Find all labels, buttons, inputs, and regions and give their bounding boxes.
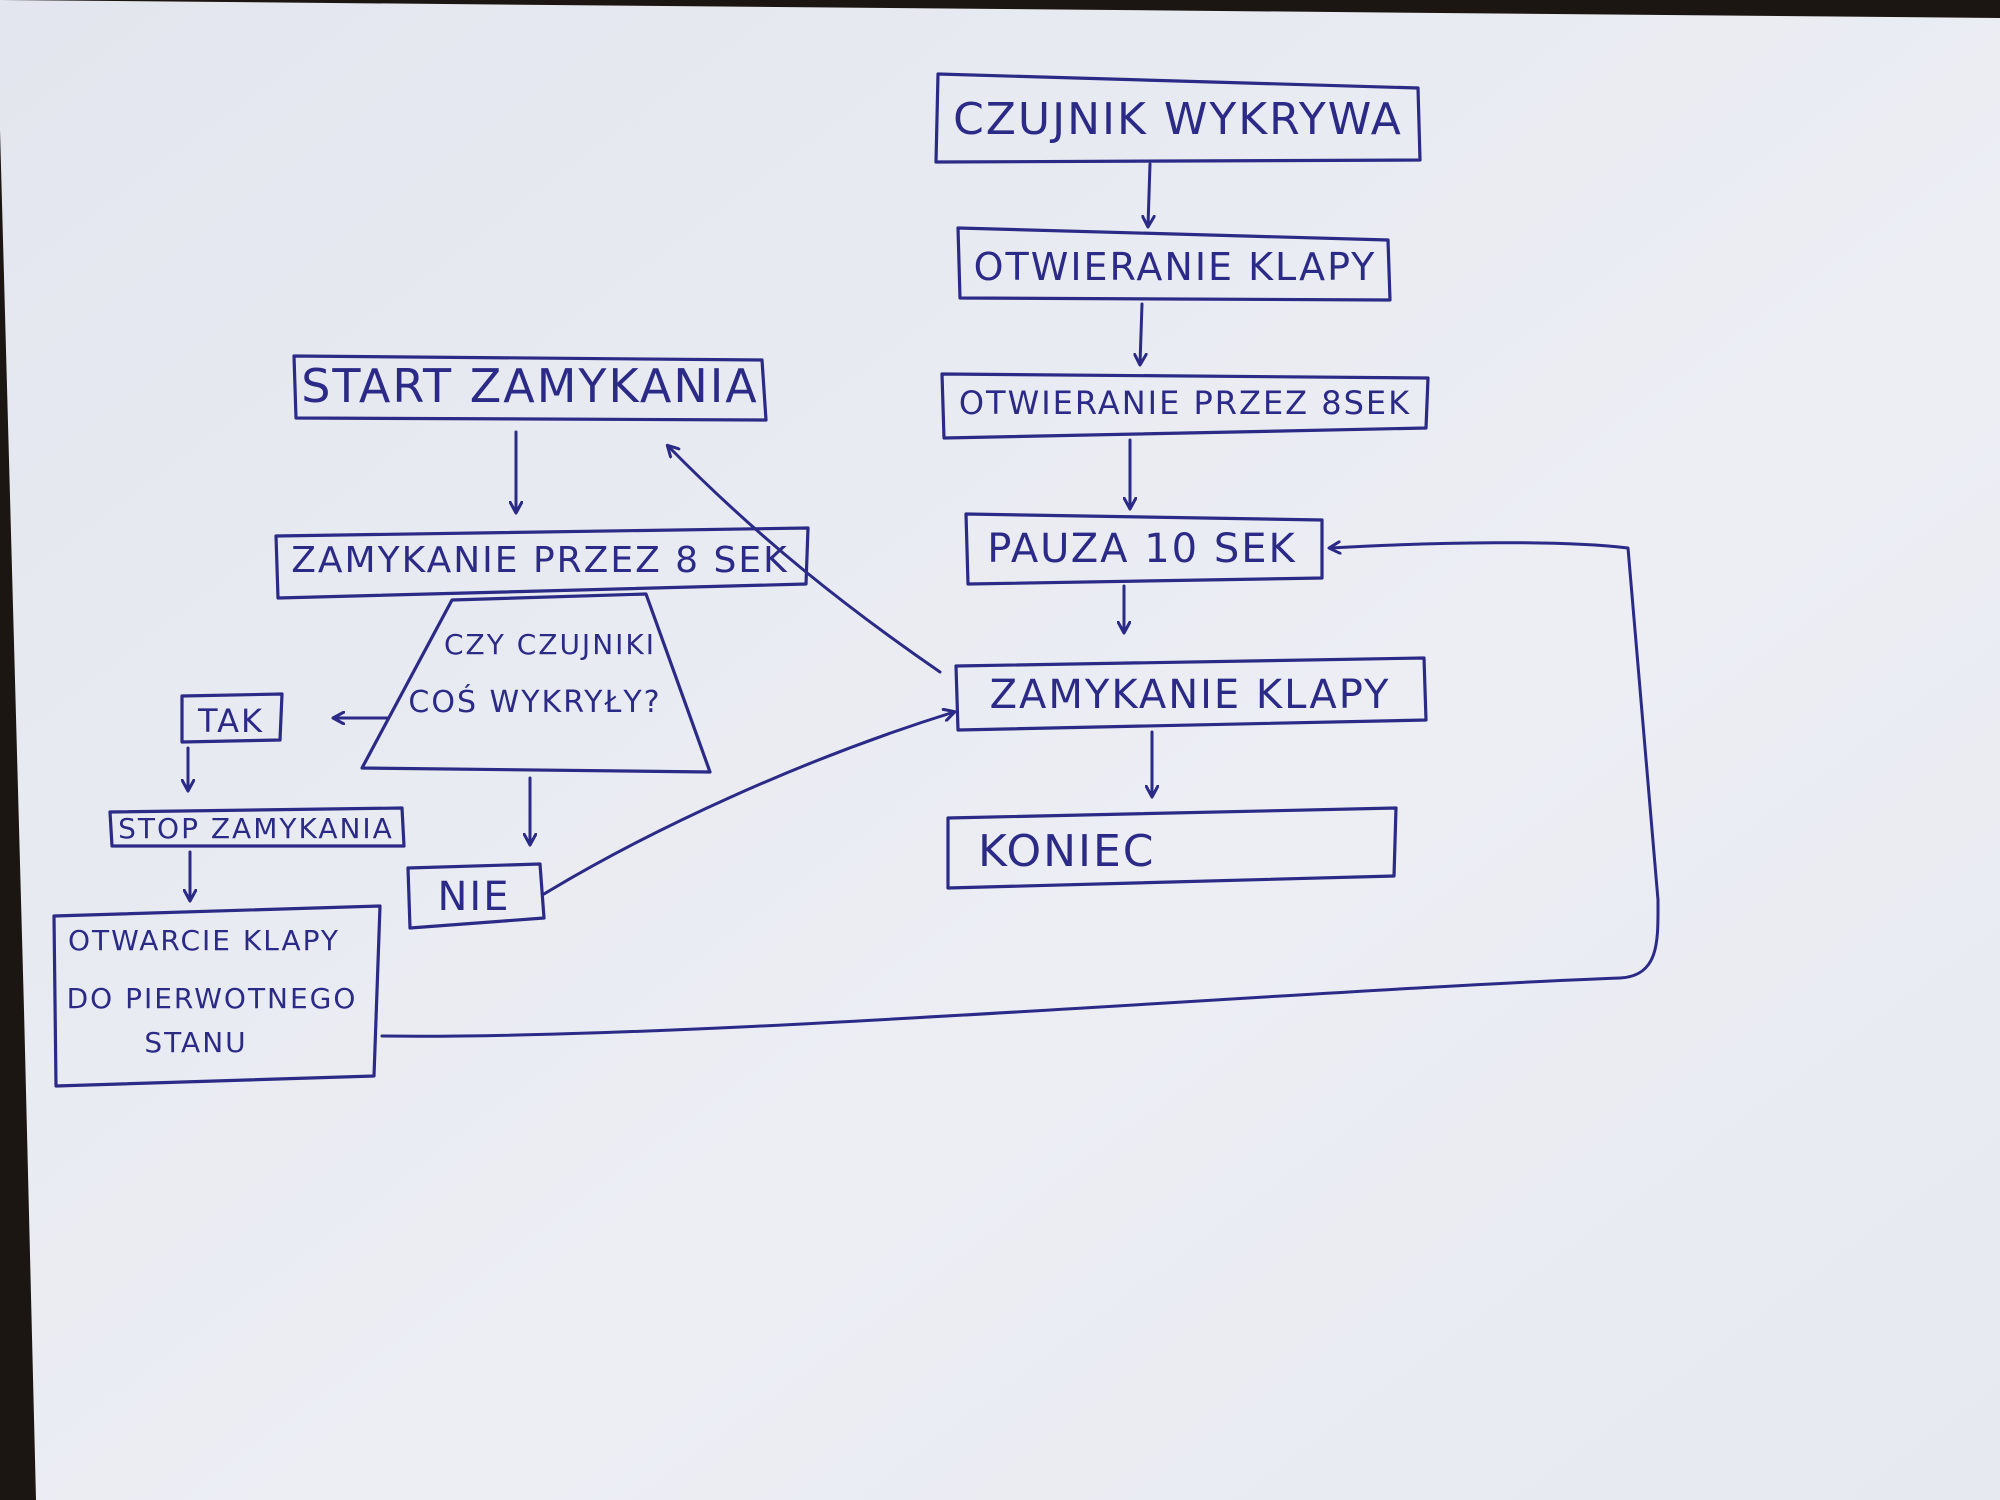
node-otwieranie-8-sek: OTWIERANIE PRZEZ 8SEK — [940, 372, 1430, 440]
node-zamykanie-klapy: ZAMYKANIE KLAPY — [954, 656, 1428, 732]
node-koniec: KONIEC — [946, 806, 1398, 890]
node-zamykanie-klapy-label: ZAMYKANIE KLAPY — [990, 672, 1391, 718]
edge-otwarcie-loop-to-pauza — [380, 543, 1660, 1038]
node-otwieranie-8-sek-label: OTWIERANIE PRZEZ 8SEK — [959, 384, 1411, 422]
node-otwarcie-line-3: STANU — [144, 1026, 247, 1059]
node-zamykanie-8-sek-label: ZAMYKANIE PRZEZ 8 SEK — [291, 540, 788, 581]
node-nie: NIE — [406, 862, 546, 930]
node-start-zamykania: START ZAMYKANIA — [292, 354, 768, 422]
edge-otwieranie-to-otwieranie-8 — [1140, 302, 1142, 364]
node-otwarcie-line-1: OTWARCIE KLAPY — [68, 924, 340, 957]
node-otwarcie-do-pierwotnego: OTWARCIE KLAPY DO PIERWOTNEGO STANU — [52, 904, 382, 1088]
node-nie-label: NIE — [438, 874, 511, 920]
node-otwieranie-klapy: OTWIERANIE KLAPY — [956, 226, 1392, 302]
node-pauza-10-sek-label: PAUZA 10 SEK — [987, 526, 1297, 572]
node-start-zamykania-label: START ZAMYKANIA — [301, 359, 759, 413]
node-otwarcie-line-2: DO PIERWOTNEGO — [67, 982, 358, 1015]
node-tak-label: TAK — [197, 702, 264, 740]
node-decision-czy-czujniki: CZY CZUJNIKI COŚ WYKRYŁY? — [360, 592, 712, 774]
node-decision-line-1: CZY CZUJNIKI — [444, 628, 656, 661]
node-decision-line-2: COŚ WYKRYŁY? — [408, 683, 661, 720]
node-czujnik-wykrywa: CZUJNIK WYKRYWA — [934, 72, 1422, 164]
node-stop-zamykania: STOP ZAMYKANIA — [108, 806, 406, 848]
node-tak: TAK — [180, 692, 284, 744]
node-otwieranie-klapy-label: OTWIERANIE KLAPY — [974, 245, 1377, 289]
edge-czujnik-to-otwieranie — [1148, 162, 1150, 226]
node-zamykanie-8-sek: ZAMYKANIE PRZEZ 8 SEK — [274, 526, 810, 600]
edge-zamykanie-klapy-to-start — [668, 446, 942, 674]
node-pauza-10-sek: PAUZA 10 SEK — [964, 512, 1324, 586]
node-stop-zamykania-label: STOP ZAMYKANIA — [118, 812, 394, 845]
edge-nie-to-zamykanie-klapy — [542, 712, 954, 896]
node-koniec-label: KONIEC — [978, 826, 1156, 877]
node-czujnik-wykrywa-label: CZUJNIK WYKRYWA — [953, 94, 1403, 145]
